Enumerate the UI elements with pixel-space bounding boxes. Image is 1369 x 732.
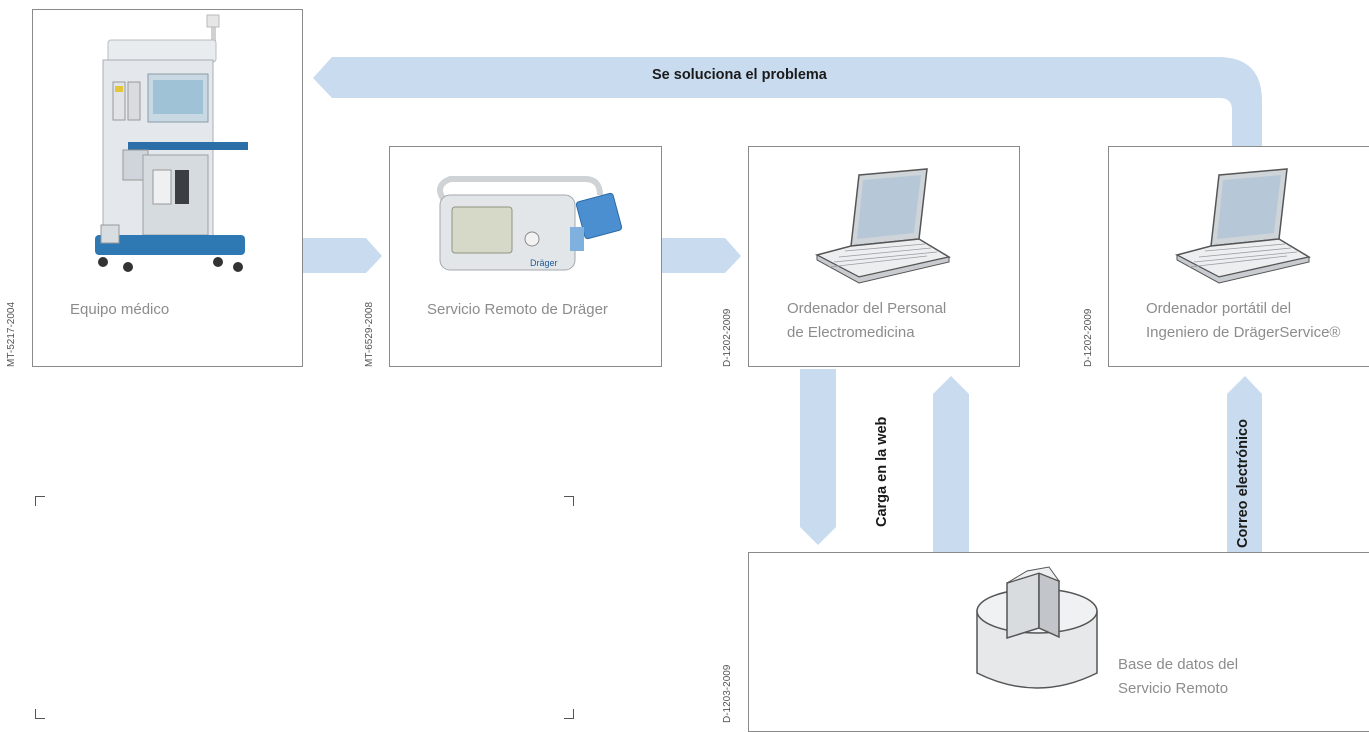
anesthesia-machine-illustration — [95, 14, 248, 272]
arrow-base-to-ordenador — [933, 376, 969, 552]
arrow-label-web: Carga en la web — [874, 416, 890, 527]
code-portatil: D-1202-2009 — [1083, 308, 1094, 367]
label-servicio: Servicio Remoto de Dräger — [427, 301, 608, 318]
node-equipo: Equipo médico — [32, 9, 303, 367]
arrow-label-email: Correo electrónico — [1235, 419, 1251, 548]
arrow-equipo-to-servicio — [303, 238, 382, 273]
crop-mark-br — [564, 709, 574, 719]
crop-mark-tr — [564, 496, 574, 506]
arrow-solved — [313, 57, 1262, 146]
code-ordenador: D-1202-2009 — [722, 308, 733, 367]
remote-service-device-illustration: Dräger — [437, 176, 623, 271]
crop-mark-tl — [35, 496, 45, 506]
crop-mark-bl — [35, 709, 45, 719]
arrow-web-upload — [800, 369, 836, 545]
arrow-servicio-to-ordenador — [662, 238, 741, 273]
database-server-icon — [976, 566, 1098, 689]
label-ordenador-1: Ordenador del Personal — [787, 300, 947, 317]
laptop-icon — [814, 168, 951, 284]
label-portatil-1: Ordenador portátil del — [1146, 300, 1292, 317]
arrow-label-solved: Se soluciona el problema — [652, 67, 827, 83]
label-equipo: Equipo médico — [70, 301, 170, 318]
node-ordenador: Ordenador del Personal de Electromedicin… — [748, 146, 1020, 367]
node-portatil: Ordenador portátil del Ingeniero de Dräg… — [1108, 146, 1369, 367]
code-equipo: MT-5217-2004 — [6, 301, 17, 367]
label-base-1: Base de datos del — [1118, 656, 1239, 673]
device-brand: Dräger — [530, 258, 558, 268]
label-ordenador-2: de Electromedicina — [787, 324, 915, 341]
node-servicio: Dräger Servicio Remoto de Dräger — [389, 146, 662, 367]
label-base-2: Servicio Remoto — [1118, 680, 1229, 697]
node-base: Base de datos del Servicio Remoto — [748, 552, 1369, 732]
code-servicio: MT-6529-2008 — [364, 301, 375, 367]
laptop-icon — [1174, 168, 1311, 284]
label-portatil-2: Ingeniero de DrägerService® — [1146, 324, 1341, 341]
code-base: D-1203-2009 — [722, 664, 733, 723]
arrow-email — [1227, 376, 1262, 552]
